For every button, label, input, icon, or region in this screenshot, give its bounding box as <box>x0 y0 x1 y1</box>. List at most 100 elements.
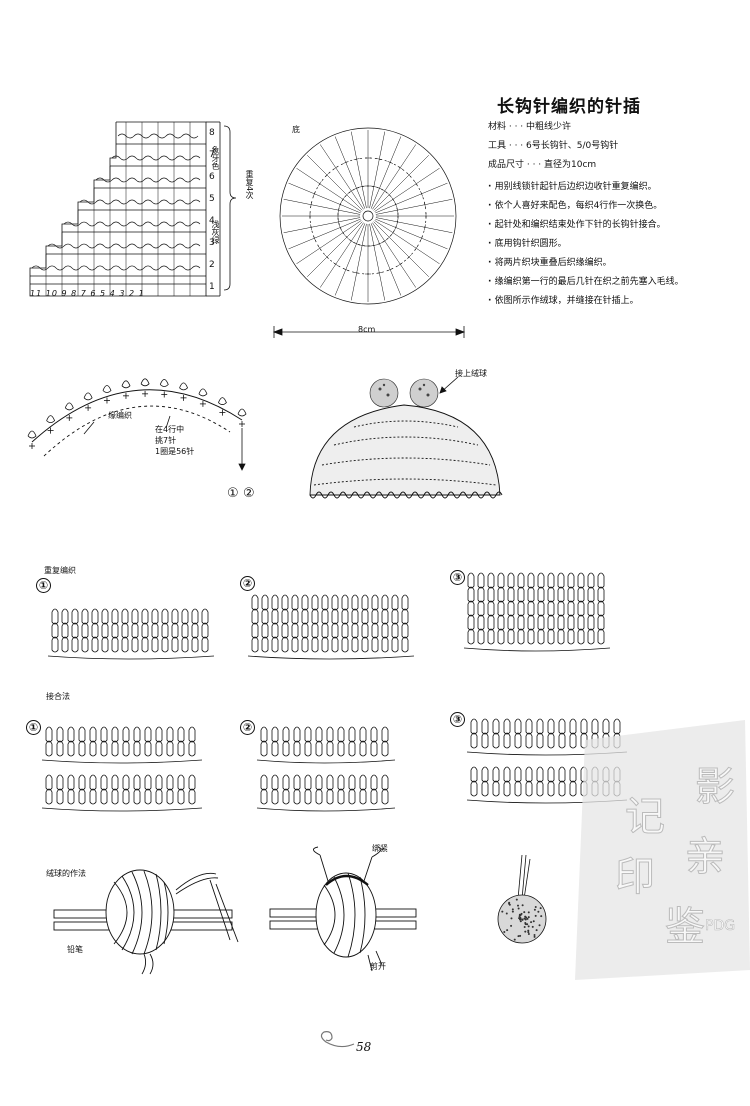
knit-stitch <box>498 601 504 616</box>
edge-picot <box>238 409 246 416</box>
circle-spoke <box>370 224 385 301</box>
pompom-fiber <box>522 904 524 906</box>
pompom-fiber <box>532 926 534 928</box>
pompom-fiber <box>536 929 538 931</box>
chain-base <box>257 808 395 811</box>
page-swirl-ornament <box>310 1028 356 1052</box>
stitch-tick <box>313 235 315 241</box>
knit-stitch <box>526 781 532 796</box>
knit-stitch <box>382 595 388 610</box>
knit-stitch <box>537 719 543 734</box>
knit-stitch <box>332 595 338 610</box>
knit-stitch <box>90 727 96 742</box>
knit-stitch <box>272 789 278 804</box>
knit-stitch <box>515 767 521 782</box>
knit-stitch <box>498 587 504 602</box>
knit-stitch <box>402 637 408 652</box>
label-repeat-knit: 重复编织 <box>44 565 76 576</box>
knit-stitch <box>92 623 98 638</box>
knit-stitch <box>498 629 504 644</box>
col-number: 8 <box>71 289 77 298</box>
knit-stitch <box>322 623 328 638</box>
knit-stitch <box>305 789 311 804</box>
col-number: 1 <box>139 289 145 298</box>
pompom-fiber <box>519 915 521 917</box>
knit-stitch <box>292 623 298 638</box>
pompom-fiber <box>501 911 503 913</box>
knit-stitch <box>338 775 344 790</box>
knit-stitch <box>468 573 474 588</box>
knit-stitch <box>518 587 524 602</box>
knit-stitch <box>526 767 532 782</box>
knit-stitch <box>402 623 408 638</box>
pompom-fiber <box>524 922 526 924</box>
knit-stitch <box>322 637 328 652</box>
knit-stitch <box>252 595 258 610</box>
pompom-fiber <box>506 913 508 915</box>
knit-stitch <box>167 727 173 742</box>
knit-stitch <box>178 775 184 790</box>
knit-stitch <box>142 623 148 638</box>
pompom-fiber <box>514 939 516 941</box>
knit-stitch <box>528 601 534 616</box>
knit-stitch <box>488 629 494 644</box>
circle-spoke <box>296 168 361 211</box>
knit-stitch <box>142 637 148 652</box>
knit-stitch <box>327 789 333 804</box>
pompom-fiber <box>518 908 520 910</box>
knit-stitch <box>192 623 198 638</box>
circle-spoke <box>320 144 363 209</box>
row-number: 5 <box>209 194 215 204</box>
knit-stitch <box>471 767 477 782</box>
circle-spoke <box>284 218 361 233</box>
knit-stitch <box>156 775 162 790</box>
stitch-tick <box>395 202 397 208</box>
knit-stitch <box>468 601 474 616</box>
svg-text:亲: 亲 <box>685 834 725 880</box>
knit-stitch <box>382 623 388 638</box>
edge-picot <box>28 431 36 438</box>
knit-stitch <box>294 741 300 756</box>
knit-stitch <box>145 727 151 742</box>
knit-stitch <box>261 741 267 756</box>
knit-stitch <box>548 601 554 616</box>
knit-stitch <box>327 727 333 742</box>
edge-picot <box>199 389 207 396</box>
knit-stitch <box>528 573 534 588</box>
svg-text:影: 影 <box>695 764 735 810</box>
knit-stitch <box>101 741 107 756</box>
stitch-tick <box>398 166 403 169</box>
knit-stitch <box>518 573 524 588</box>
pompom-fiber <box>527 931 529 933</box>
knit-stitch <box>62 637 68 652</box>
knit-stitch <box>382 727 388 742</box>
circle-spoke <box>372 144 415 209</box>
knit-stitch <box>52 637 58 652</box>
stitch-tick <box>377 187 383 189</box>
label-note-line: 1圈是56针 <box>155 446 194 457</box>
stitch-tick <box>341 197 344 202</box>
knit-stitch <box>338 727 344 742</box>
knit-stitch <box>122 637 128 652</box>
instruction-item: 起针处和编织结束处作下针的长钩针接合。 <box>488 216 684 235</box>
stitch-tick <box>349 189 354 192</box>
knit-stitch <box>62 623 68 638</box>
pompom-fiber <box>528 916 530 918</box>
pompom-fiber <box>535 906 537 908</box>
knit-stitch <box>568 601 574 616</box>
knit-stitch <box>92 609 98 624</box>
chain-base <box>42 760 202 763</box>
label-width: 8cm <box>358 325 375 334</box>
knit-stitch <box>68 775 74 790</box>
knit-stitch <box>588 573 594 588</box>
knit-stitch <box>372 609 378 624</box>
knit-stitch <box>360 741 366 756</box>
knit-stitch <box>46 727 52 742</box>
stitch-tick <box>313 191 315 197</box>
knit-stitch <box>332 609 338 624</box>
knit-stitch <box>302 623 308 638</box>
label-ivory: 象牙色 <box>210 146 221 170</box>
knit-stitch <box>508 601 514 616</box>
knit-stitch <box>282 623 288 638</box>
pompom-step-2 <box>268 845 418 975</box>
